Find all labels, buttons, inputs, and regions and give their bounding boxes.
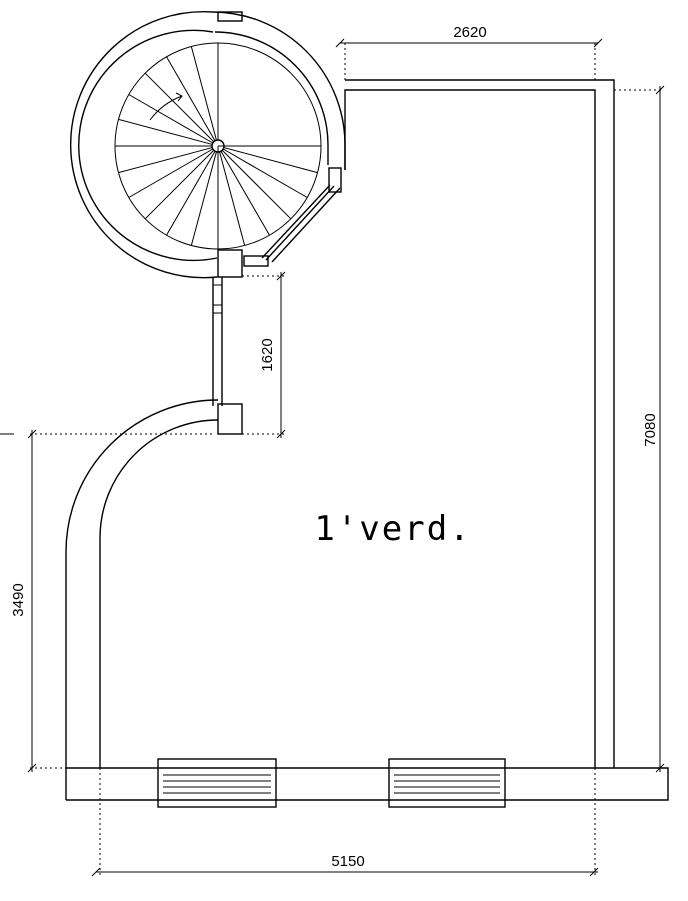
- stair-tread: [118, 147, 213, 174]
- walking-line-arrow: [175, 92, 183, 102]
- stair-tread: [144, 72, 215, 143]
- dimension-right-label: 7080: [642, 413, 659, 446]
- dimension-left: 3490: [0, 429, 213, 773]
- room-label: 1'verd.: [314, 509, 471, 549]
- stair-tread: [220, 150, 270, 236]
- walking-line-arc: [149, 95, 183, 121]
- stair-tread: [144, 149, 215, 220]
- stair-tread: [221, 149, 292, 220]
- connector-wall: [212, 276, 243, 435]
- window-right: [388, 758, 506, 808]
- curved-wall-inner: [99, 419, 219, 768]
- dimension-right: 7080: [614, 85, 665, 773]
- stair-hinge-block: [243, 255, 269, 267]
- stair-quadrant-line: [217, 145, 321, 249]
- dimension-bottom-label: 5150: [331, 853, 364, 870]
- spiral-staircase: [69, 10, 346, 279]
- dimension-stair-gap-label: 1620: [259, 338, 276, 371]
- stair-side-block: [328, 167, 342, 193]
- dimension-top-label: 2620: [453, 24, 486, 41]
- stair-railing: [261, 184, 341, 263]
- connector-post: [217, 403, 243, 435]
- stair-well-arc: [214, 31, 329, 165]
- stair-tread: [222, 148, 308, 198]
- stair-tread: [219, 151, 246, 246]
- bottom-wall: [66, 767, 669, 801]
- dimension-top: 2620: [335, 24, 603, 80]
- top-wall-outer: [345, 79, 615, 768]
- dimension-bottom: 5150: [91, 768, 599, 877]
- stair-tread: [128, 94, 214, 144]
- stair-outer-wall-inner-edge: [78, 29, 218, 262]
- stair-tread: [166, 150, 216, 236]
- window-left: [157, 758, 277, 808]
- stair-tread: [128, 148, 214, 198]
- dimension-left-label: 3490: [10, 583, 27, 616]
- stair-tread: [190, 46, 217, 141]
- stair-top-cap: [217, 11, 243, 22]
- stair-tread: [223, 147, 318, 174]
- stair-tread: [190, 151, 217, 246]
- stair-tread: [166, 56, 216, 142]
- stair-outer-wall: [69, 10, 218, 279]
- stair-landing-post: [217, 249, 243, 278]
- room-walls: [65, 79, 669, 801]
- top-wall-inner: [344, 89, 596, 768]
- dimension-stair-gap: 1620: [242, 271, 286, 439]
- stair-tread: [118, 118, 213, 145]
- curved-wall-outer: [65, 399, 219, 800]
